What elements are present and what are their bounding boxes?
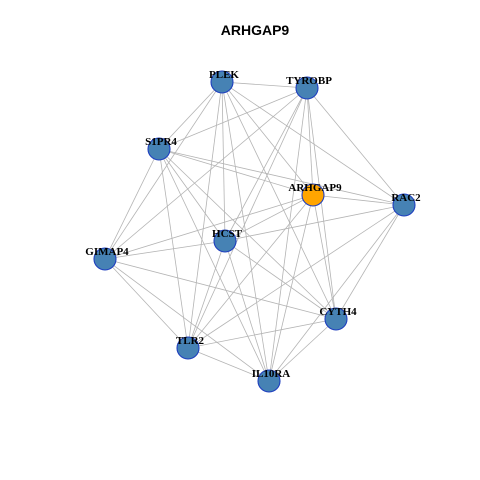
edge-s1pr4-cyth4 <box>158 148 337 320</box>
edge-tyrobp-arhgap9 <box>306 87 314 196</box>
node-gimap4 <box>93 247 117 271</box>
node-label-gimap4: GIMAP4 <box>85 246 129 258</box>
edge-tyrobp-rac2 <box>306 87 405 206</box>
node-label-s1pr4: S1PR4 <box>145 136 177 148</box>
edge-arhgap9-il10ra <box>268 194 314 382</box>
edge-plek-arhgap9 <box>221 81 314 196</box>
edge-plek-tlr2 <box>187 81 223 349</box>
edge-plek-hcst <box>221 81 226 242</box>
edge-hcst-cyth4 <box>224 240 337 320</box>
node-rac2 <box>392 193 416 217</box>
node-cyth4 <box>324 307 348 331</box>
edge-plek-tyrobp <box>221 81 308 89</box>
node-label-tlr2: TLR2 <box>176 335 205 347</box>
edge-layer <box>104 81 405 382</box>
edge-s1pr4-il10ra <box>158 148 270 382</box>
edge-plek-rac2 <box>221 81 405 206</box>
edge-hcst-il10ra <box>224 240 270 382</box>
edge-rac2-tlr2 <box>187 204 405 349</box>
edge-plek-cyth4 <box>221 81 337 320</box>
edge-rac2-cyth4 <box>335 204 405 320</box>
edge-plek-il10ra <box>221 81 270 382</box>
edge-rac2-hcst <box>224 204 405 242</box>
edge-hcst-tlr2 <box>187 240 226 349</box>
node-hcst <box>213 229 237 253</box>
node-label-hcst: HCST <box>212 228 243 240</box>
edge-cyth4-tlr2 <box>187 318 337 349</box>
edge-arhgap9-tlr2 <box>187 194 314 349</box>
edge-tlr2-il10ra <box>187 347 270 382</box>
edge-tyrobp-hcst <box>224 87 308 242</box>
node-label-rac2: RAC2 <box>391 192 421 204</box>
edge-tyrobp-cyth4 <box>306 87 337 320</box>
edge-arhgap9-rac2 <box>312 194 405 206</box>
node-label-tyrobp: TYROBP <box>286 75 332 87</box>
edge-tyrobp-s1pr4 <box>158 87 308 150</box>
edge-cyth4-il10ra <box>268 318 337 382</box>
edge-hcst-gimap4 <box>104 240 226 260</box>
edge-s1pr4-arhgap9 <box>158 148 314 196</box>
node-label-plek: PLEK <box>209 69 239 81</box>
node-arhgap9 <box>301 183 325 207</box>
node-label-cyth4: CYTH4 <box>319 306 357 318</box>
edge-plek-s1pr4 <box>158 81 223 150</box>
node-label-arhgap9: ARHGAP9 <box>288 182 342 194</box>
edge-gimap4-tlr2 <box>104 258 189 349</box>
graph-title: ARHGAP9 <box>221 22 290 38</box>
node-il10ra <box>257 369 281 393</box>
edge-arhgap9-gimap4 <box>104 194 314 260</box>
edge-s1pr4-rac2 <box>158 148 405 206</box>
edge-tyrobp-tlr2 <box>187 87 308 349</box>
edge-gimap4-cyth4 <box>104 258 337 320</box>
edge-gimap4-il10ra <box>104 258 270 382</box>
edge-tyrobp-il10ra <box>268 87 308 382</box>
edge-rac2-il10ra <box>268 204 405 382</box>
node-s1pr4 <box>147 137 171 161</box>
edge-s1pr4-gimap4 <box>104 148 160 260</box>
edge-plek-gimap4 <box>104 81 223 260</box>
edge-tyrobp-gimap4 <box>104 87 308 260</box>
node-plek <box>210 70 234 94</box>
node-tyrobp <box>295 76 319 100</box>
edge-arhgap9-hcst <box>224 194 314 242</box>
node-layer <box>93 70 416 393</box>
node-tlr2 <box>176 336 200 360</box>
node-label-il10ra: IL10RA <box>252 368 291 380</box>
